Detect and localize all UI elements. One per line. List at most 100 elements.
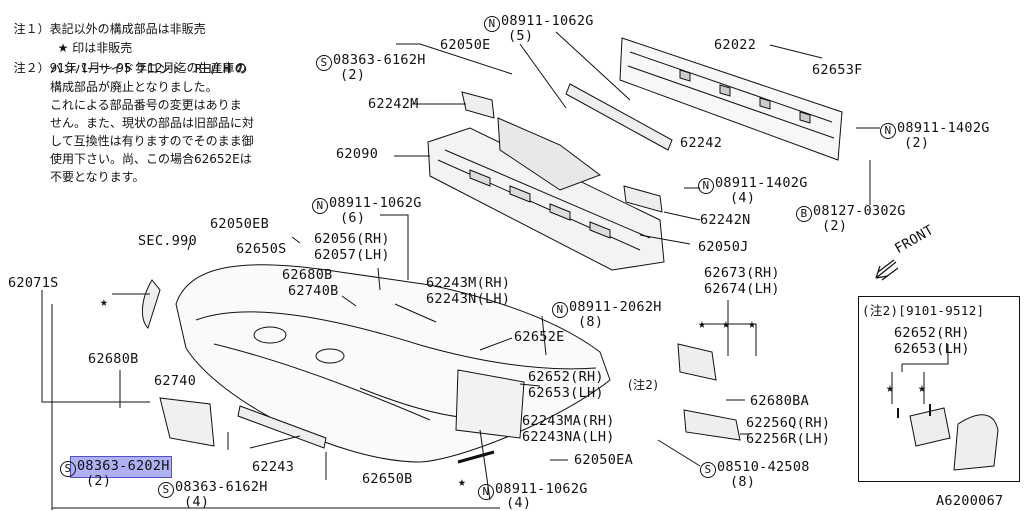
part-label-62050j[interactable]: 62050J: [698, 239, 749, 255]
side-front-62652: [455, 369, 525, 439]
side-molding-62071s: [142, 279, 161, 329]
part-label-62243na[interactable]: 62243NA(LH): [522, 429, 615, 445]
part-label-62057[interactable]: 62057(LH): [314, 247, 390, 263]
section-ref-sec990[interactable]: SEC.990: [138, 233, 197, 249]
qty-label: (8): [578, 314, 604, 330]
part-label-62243[interactable]: 62243: [252, 459, 295, 475]
part-label-62071s[interactable]: 62071S: [8, 275, 59, 291]
part-label-62652-rh[interactable]: 62652(RH): [528, 369, 604, 385]
part-number: 08911-1062G: [329, 195, 422, 211]
inset-panel-note2: [858, 296, 1020, 482]
part-number: 08911-2062H: [569, 299, 662, 315]
note-1: 注１）表記以外の構成部品は非販売: [6, 4, 206, 38]
insert-62673: [677, 343, 717, 381]
part-label-62242m[interactable]: 62242M: [368, 96, 419, 112]
part-label-62673[interactable]: 62673(RH): [704, 265, 780, 281]
part-label-62243n[interactable]: 62243N(LH): [426, 291, 511, 307]
part-label-62652e[interactable]: 62652E: [514, 329, 565, 345]
part-number: 08363-6162H: [175, 479, 268, 495]
part-label-62242[interactable]: 62242: [680, 135, 723, 151]
qty-label: (2): [822, 218, 848, 234]
qty-label: (4): [506, 495, 532, 511]
non-sale-star-icon: ★: [722, 317, 730, 332]
qty-label: (4): [184, 494, 210, 510]
note-2-line: 使用下さい。尚、この場合62652Eは: [50, 152, 252, 166]
grille-62243: [237, 405, 327, 449]
energy-absorber-62090-drawing: [427, 127, 665, 271]
part-label-62740[interactable]: 62740: [154, 373, 197, 389]
inset-part-label-62652[interactable]: 62652(RH): [894, 325, 970, 341]
part-label-62740b[interactable]: 62740B: [288, 283, 339, 299]
part-label-62050e[interactable]: 62050E: [440, 37, 491, 53]
qty-label: (2): [86, 473, 112, 489]
part-label-62256q[interactable]: 62256Q(RH): [746, 415, 831, 431]
non-sale-star-icon: ★: [100, 295, 108, 310]
qty-label: (6): [340, 210, 366, 226]
part-number: 08911-1062G: [501, 13, 594, 29]
note-2-line: 不要となります。: [50, 170, 145, 184]
part-label-62680ba[interactable]: 62680BA: [750, 393, 809, 409]
note-1b: ★ 印は非販売: [50, 23, 133, 57]
part-number: 08911-1402G: [897, 120, 990, 136]
non-sale-star-icon: ★: [918, 381, 926, 396]
note-2-line: して互換性は有りますのでそのまま御: [50, 134, 254, 148]
part-label-62243ma[interactable]: 62243MA(RH): [522, 413, 615, 429]
reinforcement-62022-drawing: [619, 37, 843, 161]
part-label-62090[interactable]: 62090: [336, 146, 379, 162]
inset-title: (注2)[9101-9512]: [862, 303, 985, 318]
part-label-62242n[interactable]: 62242N: [700, 212, 751, 228]
n-symbol-icon: N: [478, 484, 494, 500]
note-1-prefix: 注１）: [13, 22, 50, 36]
n-symbol-icon: N: [552, 302, 568, 318]
non-sale-star-icon: ★: [886, 381, 894, 396]
note-2-line: バンパーサイドフロント RH/LH の: [50, 62, 248, 76]
n-symbol-icon: N: [698, 178, 714, 194]
part-label-62243m[interactable]: 62243M(RH): [426, 275, 511, 291]
part-label-62680b-top[interactable]: 62680B: [282, 267, 333, 283]
part-number: 08363-6202H: [77, 458, 170, 474]
b-symbol-icon: B: [796, 206, 812, 222]
qty-label: (2): [904, 135, 930, 151]
note-2-line: 91年 1月～ 95 年12月迄の生産車の: [49, 61, 247, 75]
part-label-62680b-left[interactable]: 62680B: [88, 351, 139, 367]
diagram-reference-code: A6200067: [936, 493, 1004, 509]
front-direction-arrow: [875, 259, 899, 281]
part-label-62653-lh[interactable]: 62653(LH): [528, 385, 604, 401]
note-2-prefix: 注２）: [13, 61, 50, 75]
part-label-62050ea[interactable]: 62050EA: [574, 452, 633, 468]
part-label-62022[interactable]: 62022: [714, 37, 757, 53]
part-label-62674[interactable]: 62674(LH): [704, 281, 780, 297]
part-label-62650b[interactable]: 62650B: [362, 471, 413, 487]
note2-reference: (注2): [628, 378, 659, 392]
note-1-text: 表記以外の構成部品は非販売: [49, 22, 206, 36]
n-symbol-icon: N: [880, 123, 896, 139]
part-label-62653f[interactable]: 62653F: [812, 62, 863, 78]
qty-label: (5): [508, 28, 534, 44]
note-2-line: 構成部品が廃止となりました。: [50, 80, 218, 94]
s-symbol-icon: S: [316, 55, 332, 71]
part-label-62650s[interactable]: 62650S: [236, 241, 287, 257]
part-label-62056[interactable]: 62056(RH): [314, 231, 390, 247]
part-label-62256r[interactable]: 62256R(LH): [746, 431, 831, 447]
bracket-62242-drawing: [461, 83, 673, 213]
non-sale-star-icon: ★: [748, 317, 756, 332]
note-2-line: せん。また、現状の部品は旧部品に対: [50, 116, 255, 130]
part-number: 08911-1402G: [715, 175, 808, 191]
inset-part-label-62653[interactable]: 62653(LH): [894, 341, 970, 357]
bracket-62740: [159, 397, 215, 447]
non-sale-star-icon: ★: [698, 317, 706, 332]
note-1b-text: ★ 印は非販売: [57, 41, 133, 55]
part-label-62050eb[interactable]: 62050EB: [210, 216, 269, 232]
